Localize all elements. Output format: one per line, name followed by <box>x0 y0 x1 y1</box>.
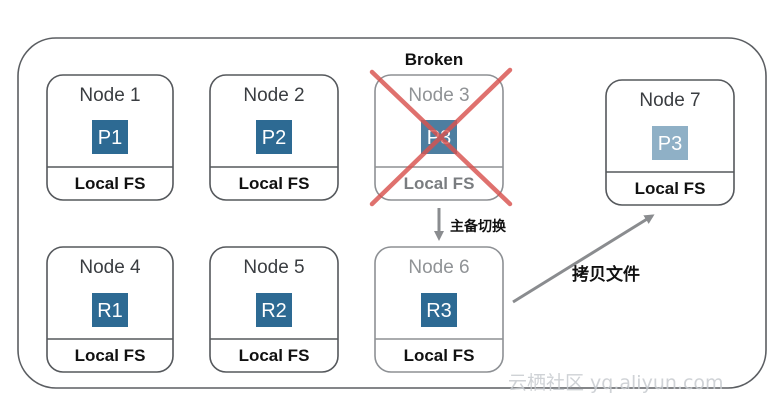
broken-status-label: Broken <box>405 50 464 69</box>
node-6: Node 6 R3 Local FS <box>374 246 504 373</box>
failover-label: 主备切换 <box>450 218 507 235</box>
partition-block <box>256 120 292 154</box>
node-1: Node 1 P1 Local FS <box>46 74 174 201</box>
partition-label: P2 <box>262 127 286 149</box>
node-title: Node 6 <box>408 257 469 278</box>
node-5: Node 5 R2 Local FS <box>209 246 339 373</box>
local-fs-label: Local FS <box>75 174 146 193</box>
broken-cross-icon <box>369 67 513 207</box>
watermark-text: 云栖社区 yq.aliyun.com <box>508 372 724 394</box>
local-fs-label: Local FS <box>239 174 310 193</box>
partition-block <box>256 293 292 327</box>
node-title: Node 2 <box>243 85 304 106</box>
copy-file-label: 拷贝文件 <box>572 264 640 285</box>
partition-block <box>421 293 457 327</box>
local-fs-label: Local FS <box>239 346 310 365</box>
node-title: Node 4 <box>79 257 141 278</box>
local-fs-label: Local FS <box>404 174 475 193</box>
node-title: Node 3 <box>408 85 469 106</box>
partition-block <box>652 126 688 160</box>
node-4: Node 4 R1 Local FS <box>46 246 174 373</box>
partition-label: P3 <box>658 133 682 155</box>
partition-label: P1 <box>98 127 122 149</box>
partition-label: R1 <box>97 300 123 322</box>
local-fs-label: Local FS <box>75 346 146 365</box>
local-fs-label: Local FS <box>635 179 706 198</box>
partition-label: R2 <box>261 300 287 322</box>
copy-file-arrow <box>512 214 655 304</box>
node-title: Node 7 <box>639 90 700 111</box>
node-title: Node 1 <box>79 85 140 106</box>
local-fs-label: Local FS <box>404 346 475 365</box>
partition-block <box>92 120 128 154</box>
node-title: Node 5 <box>243 257 304 278</box>
node-7: Node 7 P3 Local FS <box>605 79 735 206</box>
partition-label: R3 <box>426 300 452 322</box>
partition-block <box>92 293 128 327</box>
cluster-container <box>17 37 767 389</box>
node-2: Node 2 P2 Local FS <box>209 74 339 201</box>
